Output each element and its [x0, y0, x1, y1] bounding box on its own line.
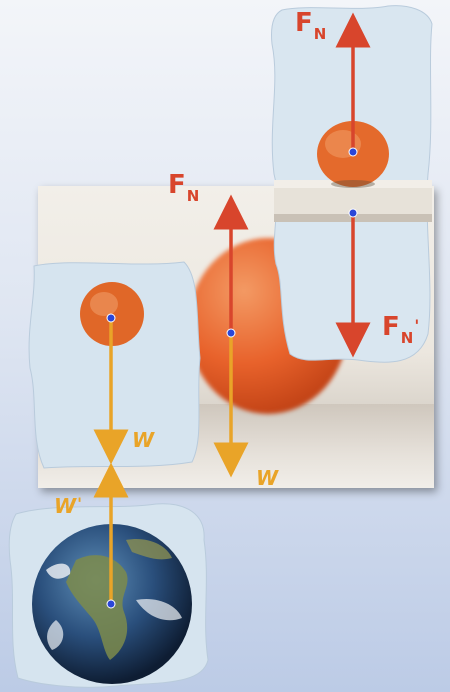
label-w-left: W — [132, 428, 155, 452]
label-fn-prime-mark: ' — [414, 316, 420, 335]
point-earth — [107, 600, 115, 608]
label-fn-top-main: F — [295, 8, 314, 38]
label-fn-top-sub: N — [314, 25, 328, 43]
label-fn-mid-main: F — [168, 170, 187, 200]
label-w-earth-main: W — [54, 494, 77, 518]
point-orange-free — [107, 314, 115, 322]
label-fn-prime-main: F — [382, 312, 401, 342]
point-orange-shelf — [349, 148, 357, 156]
label-w-mid-main: W — [256, 466, 279, 490]
label-fn-mid-sub: N — [187, 187, 201, 205]
point-orange-table — [227, 329, 235, 337]
label-fn-prime: FN' — [382, 312, 420, 342]
label-fn-prime-sub: N — [401, 329, 415, 347]
label-fn-top: FN — [295, 8, 327, 38]
label-fn-mid: FN — [168, 170, 200, 200]
label-w-mid: W — [256, 466, 279, 490]
label-w-earth: W' — [54, 494, 83, 518]
label-w-left-main: W — [132, 428, 155, 452]
label-w-earth-mark: ' — [77, 494, 83, 513]
point-shelf — [349, 209, 357, 217]
